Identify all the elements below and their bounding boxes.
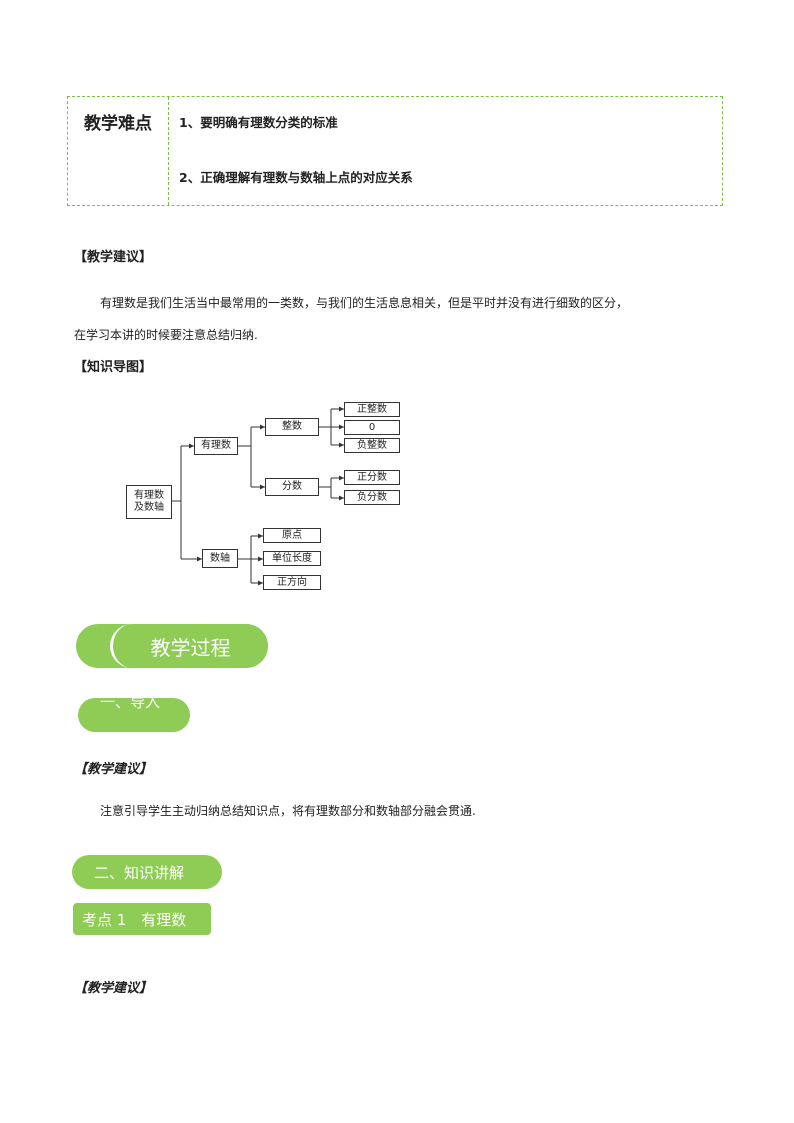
difficulty-item-2: 2、正确理解有理数与数轴上点的对应关系 [179, 170, 413, 185]
intro-advice-text: 注意引导学生主动归纳总结知识点，将有理数部分和数轴部分融会贯通. [100, 804, 476, 818]
intro-advice-heading: 【教学建议】 [74, 762, 153, 777]
process-title: 教学过程 [110, 624, 268, 668]
mindmap-fraction-node: 分数 [265, 478, 319, 496]
difficulty-item-1: 1、要明确有理数分类的标准 [179, 115, 338, 130]
difficulty-table: 教学难点 1、要明确有理数分类的标准 2、正确理解有理数与数轴上点的对应关系 [67, 96, 723, 206]
mindmap-positive-integer-node: 正整数 [344, 402, 400, 417]
mindmap-root-node: 有理数及数轴 [126, 485, 172, 519]
mindmap-rational-node: 有理数 [194, 437, 238, 455]
mindmap-heading: 【知识导图】 [74, 360, 153, 375]
mindmap-unit-length-node: 单位长度 [263, 551, 321, 566]
mindmap-axis-node: 数轴 [202, 549, 238, 568]
difficulty-heading: 教学难点 [68, 97, 169, 205]
mindmap-positive-fraction-node: 正分数 [344, 470, 400, 485]
mindmap-integer-node: 整数 [265, 418, 319, 436]
knowledge-advice-heading: 【教学建议】 [74, 981, 153, 996]
mindmap-positive-direction-node: 正方向 [263, 575, 321, 590]
intro-pill: 一、导入 [78, 698, 190, 732]
intro-pill-label: 一、导入 [100, 698, 161, 711]
knowledge-pill: 二、知识讲解 [72, 855, 222, 889]
mindmap-connectors [171, 406, 344, 586]
mindmap-negative-integer-node: 负整数 [344, 438, 400, 453]
advice-heading: 【教学建议】 [74, 250, 153, 265]
mindmap-zero-node: 0 [344, 420, 400, 435]
exam-point-tag: 考点 1 有理数 [73, 903, 211, 935]
mindmap-origin-node: 原点 [263, 528, 321, 543]
advice-line-2: 在学习本讲的时候要注意总结归纳. [74, 328, 258, 342]
advice-line-1: 有理数是我们生活当中最常用的一类数，与我们的生活息息相关，但是平时并没有进行细致… [100, 296, 629, 310]
mindmap-negative-fraction-node: 负分数 [344, 490, 400, 505]
